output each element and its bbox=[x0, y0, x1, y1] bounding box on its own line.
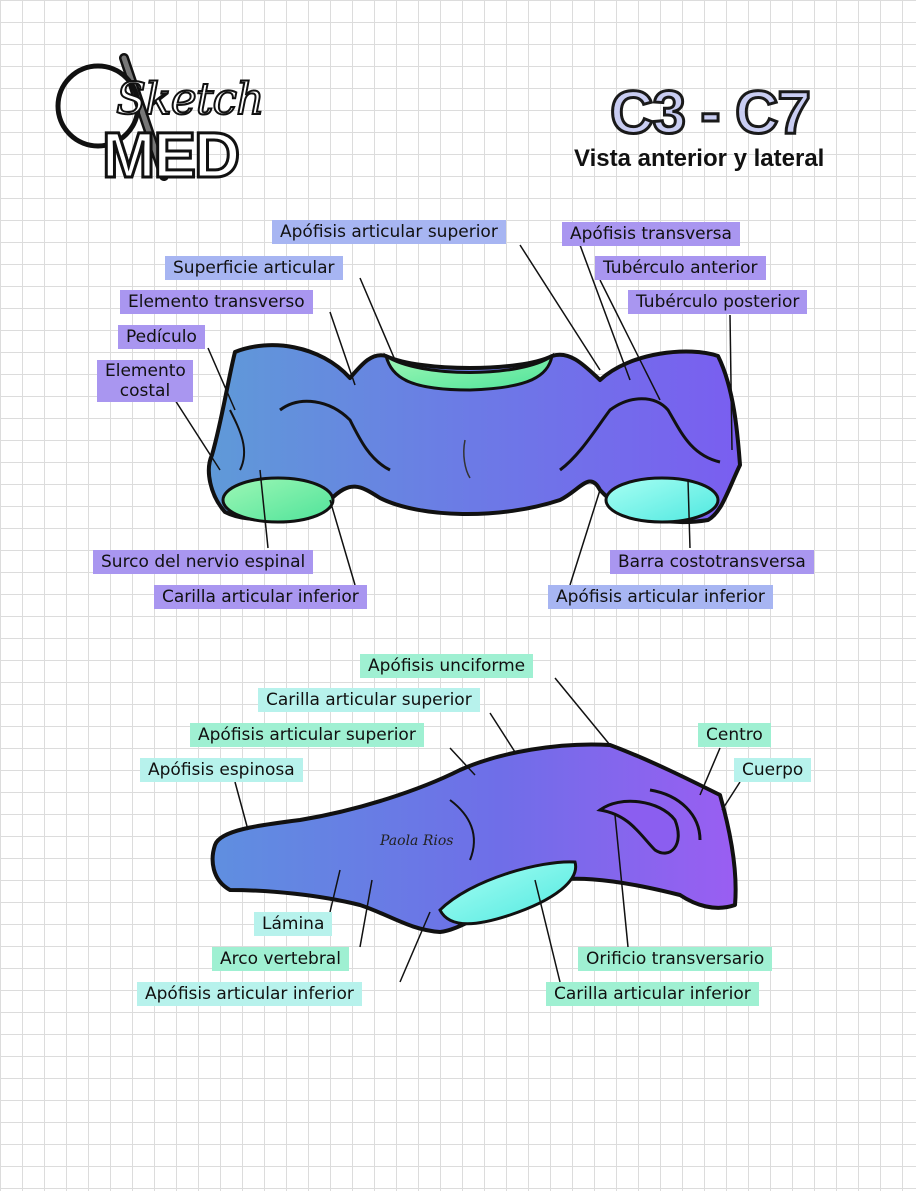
label-apofisis-unciforme: Apófisis unciforme bbox=[360, 654, 533, 678]
label-elemento-costal: Elemento costal bbox=[97, 360, 193, 402]
label-carilla-articular-inferior-anterior: Carilla articular inferior bbox=[154, 585, 367, 609]
label-carilla-articular-inferior-lateral: Carilla articular inferior bbox=[546, 982, 759, 1006]
inferior-facet-left bbox=[223, 478, 333, 522]
label-tuberculo-posterior: Tubérculo posterior bbox=[628, 290, 807, 314]
inferior-facet-right bbox=[606, 478, 718, 522]
label-centro: Centro bbox=[698, 723, 771, 747]
label-apofisis-articular-inferior-lateral: Apófisis articular inferior bbox=[137, 982, 362, 1006]
label-orificio-transversario: Orificio transversario bbox=[578, 947, 772, 971]
label-elemento-costal-line1: Elemento bbox=[105, 361, 186, 381]
artist-signature: Paola Rios bbox=[379, 833, 453, 849]
label-apofisis-articular-superior-anterior: Apófisis articular superior bbox=[272, 220, 506, 244]
label-carilla-articular-superior: Carilla articular superior bbox=[258, 688, 480, 712]
label-superficie-articular: Superficie articular bbox=[165, 256, 343, 280]
label-apofisis-espinosa: Apófisis espinosa bbox=[140, 758, 303, 782]
label-elemento-transverso: Elemento transverso bbox=[120, 290, 313, 314]
label-apofisis-transversa: Apófisis transversa bbox=[562, 222, 740, 246]
label-apofisis-articular-inferior-anterior: Apófisis articular inferior bbox=[548, 585, 773, 609]
label-apofisis-articular-superior-lateral: Apófisis articular superior bbox=[190, 723, 424, 747]
label-cuerpo: Cuerpo bbox=[734, 758, 811, 782]
label-barra-costotransversa: Barra costotransversa bbox=[610, 550, 814, 574]
label-surco-nervio-espinal: Surco del nervio espinal bbox=[93, 550, 313, 574]
label-elemento-costal-line2: costal bbox=[120, 381, 170, 401]
label-lamina: Lámina bbox=[254, 912, 332, 936]
label-tuberculo-anterior: Tubérculo anterior bbox=[595, 256, 766, 280]
anterior-vertebra bbox=[209, 345, 740, 522]
label-arco-vertebral: Arco vertebral bbox=[212, 947, 349, 971]
label-pediculo: Pedículo bbox=[118, 325, 205, 349]
